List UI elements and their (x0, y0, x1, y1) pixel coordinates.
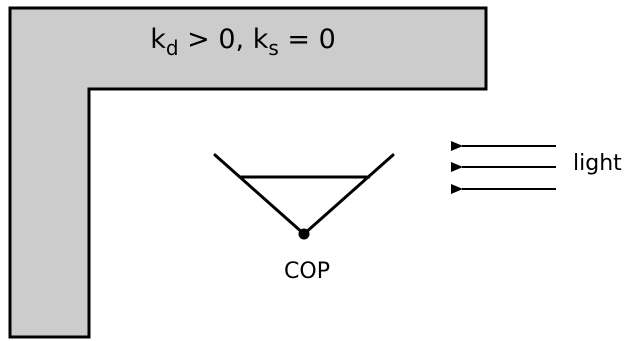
ks-relation: = 0 (278, 24, 336, 55)
ks-subscript: s (268, 36, 279, 60)
material-label: kd > 0, ks = 0 (0, 22, 486, 60)
cop-point (298, 228, 310, 240)
l-shaped-wall (8, 6, 488, 339)
ks-base: k (252, 24, 269, 55)
view-ray-right (302, 153, 395, 236)
kd-subscript: d (165, 36, 179, 60)
cop-label: COP (284, 259, 330, 284)
kd-relation: > 0, (178, 24, 253, 55)
kd-base: k (150, 24, 166, 55)
view-ray-left (213, 153, 306, 236)
light-label: light (573, 151, 622, 176)
